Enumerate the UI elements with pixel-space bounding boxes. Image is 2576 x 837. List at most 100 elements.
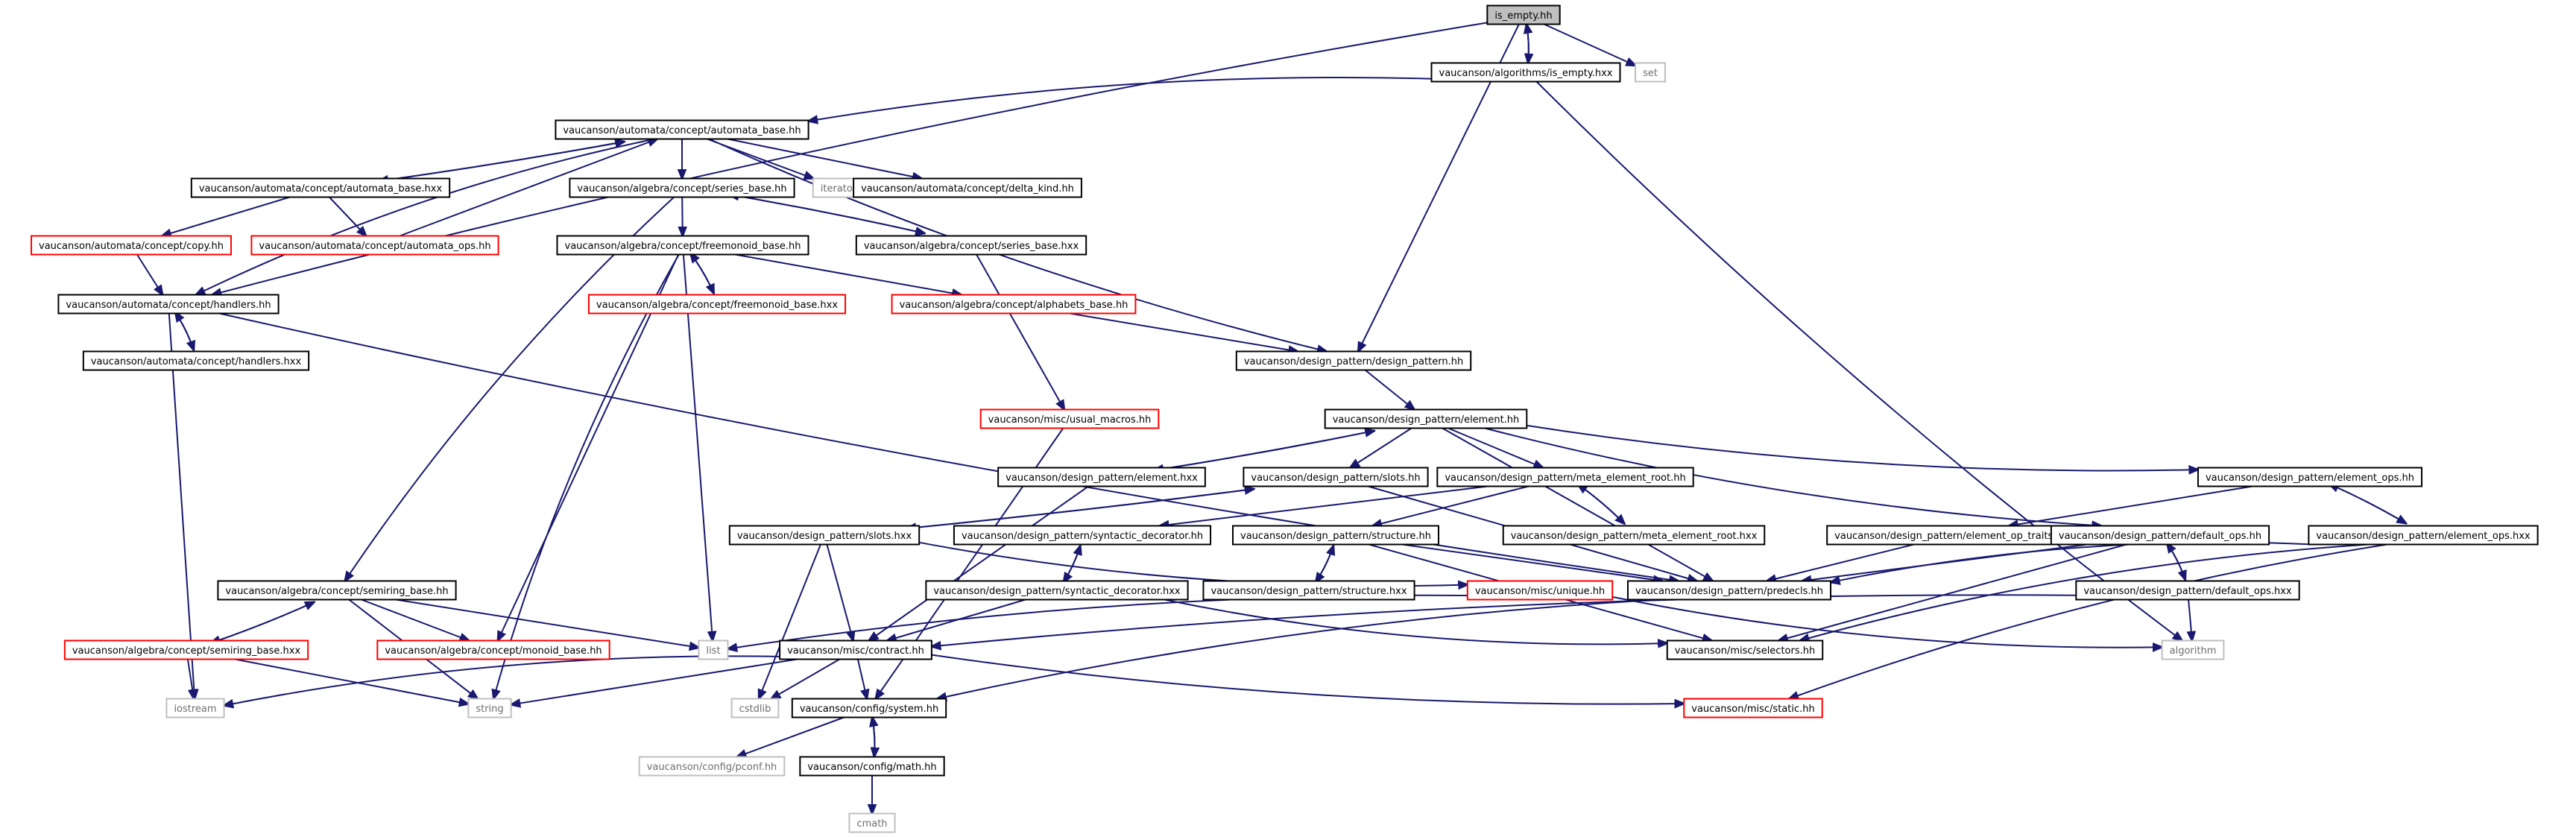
node-label: vaucanson/design_pattern/element.hxx	[1006, 473, 1198, 484]
node-label: vaucanson/design_pattern/design_pattern.…	[1244, 356, 1463, 367]
graph-node-cstdlib[interactable]: cstdlib	[730, 698, 780, 718]
graph-node-list[interactable]: list	[698, 639, 729, 660]
graph-node-handlers-hxx[interactable]: vaucanson/automata/concept/handlers.hxx	[82, 350, 310, 371]
node-label: vaucanson/design_pattern/slots.hxx	[737, 531, 912, 542]
graph-node-element-ops-hxx[interactable]: vaucanson/design_pattern/element_ops.hxx	[2308, 525, 2539, 546]
node-box	[165, 698, 225, 718]
graph-node-contract-hh[interactable]: vaucanson/misc/contract.hh	[779, 639, 932, 660]
graph-edge	[218, 312, 1679, 581]
graph-node-cmath[interactable]: cmath	[848, 812, 896, 833]
node-box	[698, 639, 729, 660]
graph-node-meta-root-hh[interactable]: vaucanson/design_pattern/meta_element_ro…	[1436, 467, 1694, 487]
node-label: vaucanson/design_pattern/element.hh	[1333, 414, 1520, 426]
node-label: is_empty.hh	[1494, 10, 1552, 22]
graph-node-static-hh[interactable]: vaucanson/misc/static.hh	[1683, 698, 1823, 718]
graph-edge	[2188, 599, 2192, 641]
graph-node-math-hh[interactable]: vaucanson/config/math.hh	[799, 756, 945, 777]
node-label: vaucanson/automata/concept/delta_kind.hh	[861, 183, 1074, 195]
graph-edge	[210, 602, 315, 644]
graph-node-structure-hh[interactable]: vaucanson/design_pattern/structure.hh	[1232, 525, 1439, 546]
node-box	[1683, 698, 1823, 718]
graph-node-structure-hxx[interactable]: vaucanson/design_pattern/structure.hxx	[1202, 580, 1415, 601]
node-box	[1826, 525, 2077, 546]
graph-node-meta-root-hxx[interactable]: vaucanson/design_pattern/meta_element_ro…	[1502, 525, 1766, 546]
graph-node-default-ops-hh[interactable]: vaucanson/design_pattern/default_ops.hh	[2050, 525, 2270, 546]
graph-node-automata-ops[interactable]: vaucanson/automata/concept/automata_ops.…	[250, 235, 499, 256]
graph-node-design-pattern-hh[interactable]: vaucanson/design_pattern/design_pattern.…	[1235, 350, 1472, 371]
graph-node-series-base-hxx[interactable]: vaucanson/algebra/concept/series_base.hx…	[855, 235, 1087, 256]
edge-path	[869, 485, 1089, 641]
graph-edge	[872, 717, 874, 757]
graph-node-predecls[interactable]: vaucanson/design_pattern/predecls.hh	[1626, 580, 1832, 601]
graph-node-usual-macros[interactable]: vaucanson/misc/usual_macros.hh	[979, 408, 1160, 429]
graph-edge	[759, 544, 821, 699]
graph-node-element-hxx[interactable]: vaucanson/design_pattern/element.hxx	[997, 467, 1206, 487]
graph-node-set[interactable]: set	[1635, 62, 1666, 83]
graph-node-delta-kind[interactable]: vaucanson/automata/concept/delta_kind.hh	[853, 177, 1082, 198]
graph-edge	[869, 485, 1089, 641]
graph-edge	[399, 139, 657, 237]
graph-node-element-ops-hh[interactable]: vaucanson/design_pattern/element_ops.hh	[2197, 467, 2423, 487]
graph-node-freemonoid-base-hh[interactable]: vaucanson/algebra/concept/freemonoid_bas…	[556, 235, 809, 256]
graph-node-copy-hh[interactable]: vaucanson/automata/concept/copy.hh	[31, 235, 232, 256]
graph-edge	[1800, 543, 2369, 641]
graph-edge	[1160, 485, 1489, 526]
edge-path	[1442, 427, 1713, 581]
graph-node-slots-hh[interactable]: vaucanson/design_pattern/slots.hh	[1243, 467, 1429, 487]
node-box	[1232, 525, 1439, 546]
graph-edge	[379, 142, 625, 182]
graph-node-slots-hxx[interactable]: vaucanson/design_pattern/slots.hxx	[728, 525, 921, 546]
node-label: iterator	[821, 183, 857, 195]
graph-node-freemonoid-base-hxx[interactable]: vaucanson/algebra/concept/freemonoid_bas…	[587, 294, 847, 315]
graph-node-is-empty-hh[interactable]: is_empty.hh	[1486, 4, 1561, 25]
graph-node-is-empty-hxx[interactable]: vaucanson/algorithms/is_empty.hxx	[1430, 62, 1621, 83]
edge-path	[771, 658, 840, 699]
node-box	[1466, 580, 1614, 601]
graph-node-default-ops-hxx[interactable]: vaucanson/design_pattern/default_ops.hxx	[2075, 580, 2300, 601]
node-box	[891, 294, 1137, 315]
graph-node-pconf[interactable]: vaucanson/config/pconf.hh	[638, 756, 786, 777]
edge-path	[932, 594, 2077, 646]
edge-path	[511, 658, 798, 705]
edge-path	[682, 197, 683, 236]
edge-path	[1535, 80, 2182, 641]
graph-node-series-base-hh[interactable]: vaucanson/algebra/concept/series_base.hh	[569, 177, 795, 198]
node-box	[2308, 525, 2539, 546]
node-box	[1235, 350, 1472, 371]
node-box	[467, 698, 512, 718]
graph-node-semiring-base-hxx[interactable]: vaucanson/algebra/concept/semiring_base.…	[63, 639, 309, 660]
graph-edge	[493, 254, 680, 699]
graph-node-system-hh[interactable]: vaucanson/config/system.hh	[791, 698, 947, 718]
graph-edge	[395, 598, 699, 648]
node-box	[57, 294, 280, 315]
graph-node-automata-base-hh[interactable]: vaucanson/automata/concept/automata_base…	[555, 119, 809, 140]
graph-node-element-hh[interactable]: vaucanson/design_pattern/element.hh	[1324, 408, 1528, 429]
node-label: vaucanson/automata/concept/automata_ops.…	[259, 241, 490, 252]
graph-node-monoid-base[interactable]: vaucanson/algebra/concept/monoid_base.hh	[376, 639, 610, 660]
graph-node-element-op-traits[interactable]: vaucanson/design_pattern/element_op_trai…	[1826, 525, 2077, 546]
graph-edge	[2009, 485, 2253, 526]
node-box	[2075, 580, 2300, 601]
node-box	[799, 756, 945, 777]
node-label: vaucanson/algebra/concept/freemonoid_bas…	[596, 300, 838, 311]
edge-path	[493, 254, 680, 699]
edge-path	[1069, 312, 1298, 352]
graph-edge	[1154, 431, 1374, 471]
node-label: vaucanson/automata/concept/handlers.hxx	[91, 356, 302, 367]
graph-node-syntactic-hh[interactable]: vaucanson/design_pattern/syntactic_decor…	[953, 525, 1212, 546]
node-label: string	[476, 704, 503, 715]
graph-node-string[interactable]: string	[467, 698, 512, 718]
node-box	[2050, 525, 2270, 546]
graph-node-alphabets-base[interactable]: vaucanson/algebra/concept/alphabets_base…	[891, 294, 1137, 315]
graph-node-syntactic-hxx[interactable]: vaucanson/design_pattern/syntactic_decor…	[925, 580, 1189, 601]
graph-node-semiring-base-hh[interactable]: vaucanson/algebra/concept/semiring_base.…	[217, 580, 457, 601]
graph-node-automata-base-hxx[interactable]: vaucanson/automata/concept/automata_base…	[190, 177, 451, 198]
graph-node-iostream[interactable]: iostream	[165, 698, 225, 718]
node-box	[2197, 467, 2423, 487]
node-box	[569, 177, 795, 198]
graph-node-unique-hh[interactable]: vaucanson/misc/unique.hh	[1466, 580, 1614, 601]
graph-node-selectors[interactable]: vaucanson/misc/selectors.hh	[1666, 639, 1824, 660]
graph-node-algorithm[interactable]: algorithm	[2161, 639, 2225, 660]
graph-node-handlers-hh[interactable]: vaucanson/automata/concept/handlers.hh	[57, 294, 280, 315]
